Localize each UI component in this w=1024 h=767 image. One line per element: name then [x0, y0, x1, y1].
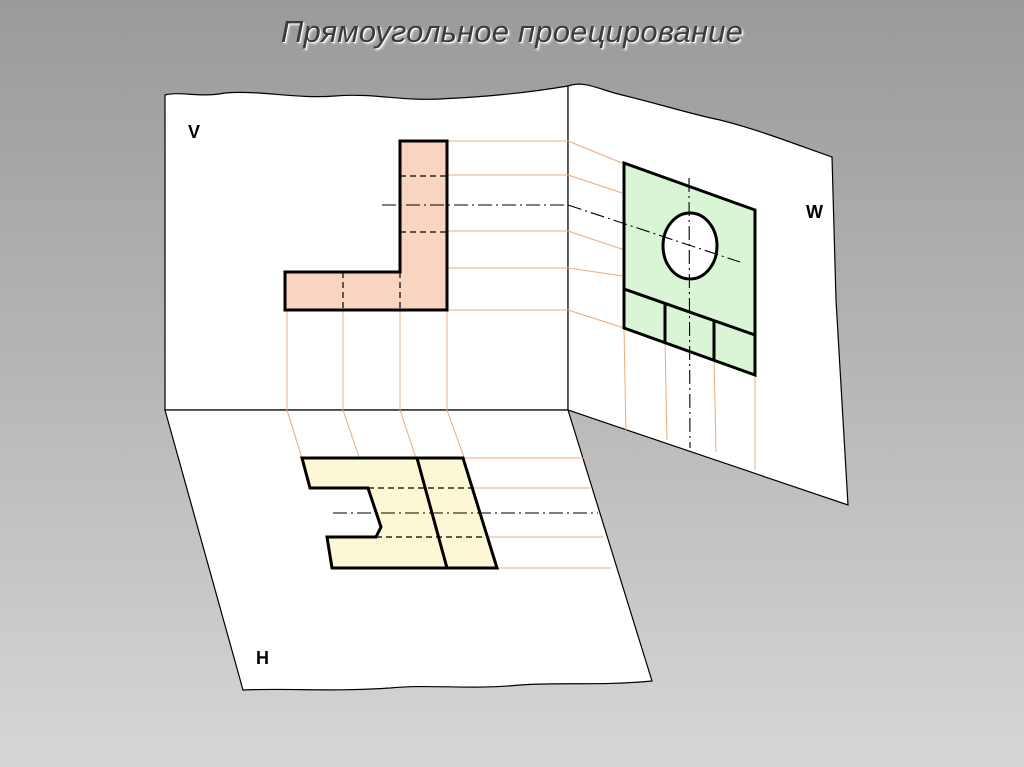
slide-title: Прямоугольное проецирование	[280, 14, 744, 49]
profile-view-divider	[623, 287, 756, 337]
frontal-plane-v	[164, 85, 569, 411]
label-v: V	[188, 122, 200, 142]
frontal-view-hidden-lines	[342, 175, 447, 310]
center-lines	[333, 177, 741, 514]
top-view-hidden-lines	[368, 487, 488, 538]
label-h: H	[256, 648, 269, 668]
label-w: W	[806, 202, 823, 222]
projection-lines	[286, 140, 756, 569]
